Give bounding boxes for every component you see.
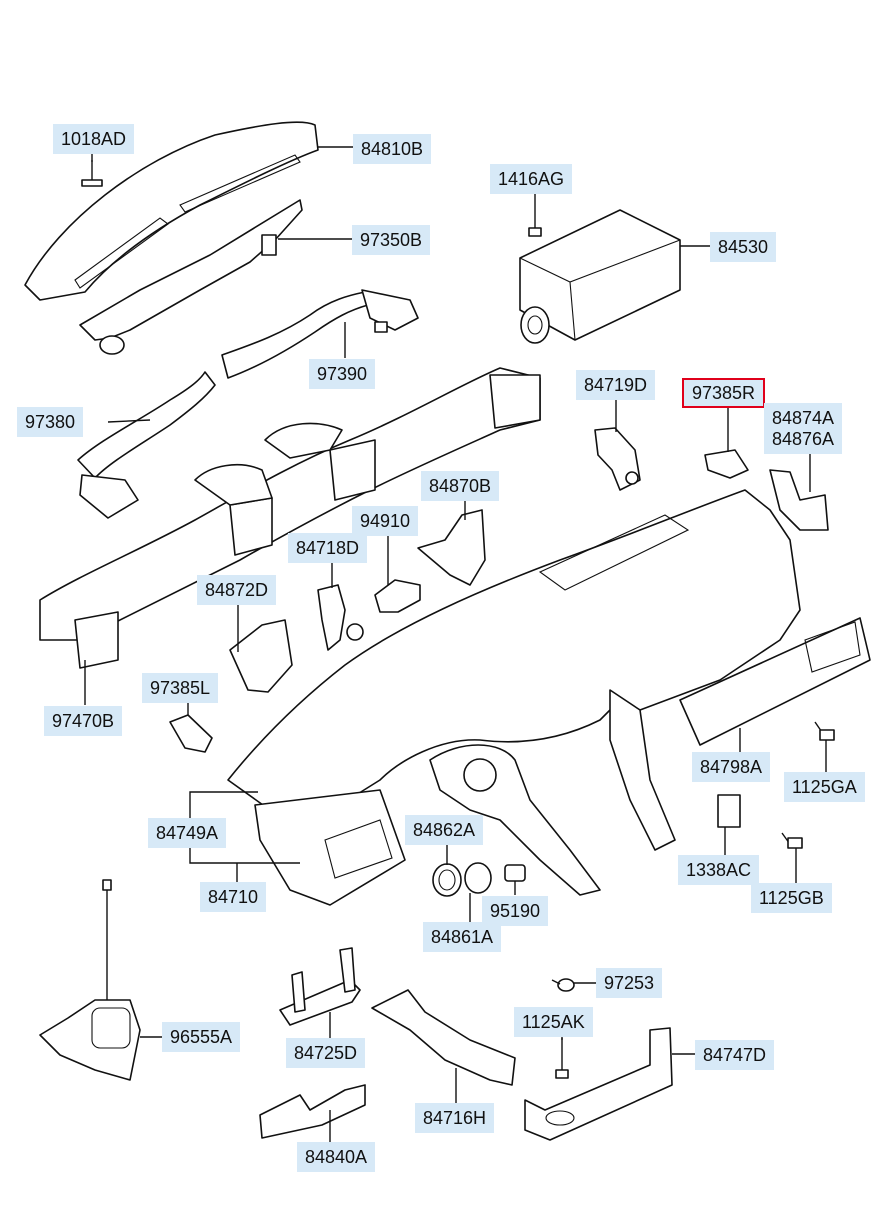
- part-84810b-drawing: [24, 121, 319, 301]
- label-94910[interactable]: 94910: [352, 506, 419, 536]
- part-95190-drawing: [504, 864, 526, 882]
- part-1125ga-drawing: [814, 721, 835, 741]
- part-84862a-drawing: [432, 863, 462, 897]
- part-84840a-drawing: [259, 1084, 366, 1139]
- part-84718d-drawing: [317, 584, 364, 651]
- label-97390[interactable]: 97390: [309, 359, 376, 389]
- label-84872d[interactable]: 84872D: [197, 575, 277, 605]
- part-97253-drawing: [551, 978, 575, 992]
- part-84710-drawing: [227, 489, 801, 906]
- label-96555a[interactable]: 96555A: [162, 1022, 241, 1052]
- label-95190[interactable]: 95190: [482, 896, 549, 926]
- part-84719d-drawing: [594, 427, 641, 491]
- part-97390-drawing: [221, 289, 419, 379]
- label-84749a[interactable]: 84749A: [148, 818, 227, 848]
- label-97350b[interactable]: 97350B: [352, 225, 431, 255]
- part-84716h-drawing: [371, 989, 516, 1086]
- label-84798a[interactable]: 84798A: [692, 752, 771, 782]
- part-84861a-drawing: [464, 862, 492, 894]
- label-1018ad[interactable]: 1018AD: [53, 124, 135, 154]
- part-97350b-drawing: [79, 199, 303, 355]
- part-84870b-drawing: [417, 509, 486, 586]
- label-97470b[interactable]: 97470B: [44, 706, 123, 736]
- label-84719d[interactable]: 84719D: [576, 370, 656, 400]
- label-84710[interactable]: 84710: [200, 882, 267, 912]
- label-84718d[interactable]: 84718D: [288, 533, 368, 563]
- label-97385l[interactable]: 97385L: [142, 673, 219, 703]
- part-1125gb-drawing: [781, 832, 803, 849]
- label-1338ac[interactable]: 1338AC: [678, 855, 760, 885]
- label-84840a[interactable]: 84840A: [297, 1142, 376, 1172]
- part-84530-drawing: [519, 209, 681, 344]
- part-96555a-drawing: [39, 879, 141, 1081]
- part-1416ag-drawing: [528, 200, 542, 237]
- label-84530[interactable]: 84530: [710, 232, 777, 262]
- label-84862a[interactable]: 84862A: [405, 815, 484, 845]
- part-97385l-drawing: [169, 714, 213, 753]
- part-97385r-drawing: [704, 449, 749, 479]
- label-1125gb[interactable]: 1125GB: [751, 883, 832, 913]
- part-97470b-drawing: [39, 367, 541, 669]
- label-1416ag[interactable]: 1416AG: [490, 164, 573, 194]
- label-84876a[interactable]: 84876A: [764, 424, 843, 454]
- part-84747d-drawing: [524, 1027, 673, 1141]
- part-94910-drawing: [374, 579, 421, 613]
- part-84725d-drawing: [279, 947, 361, 1026]
- part-84874a-drawing: [769, 469, 829, 531]
- part-84872d-drawing: [229, 619, 293, 693]
- label-97385r[interactable]: 97385R: [682, 378, 766, 408]
- label-84725d[interactable]: 84725D: [286, 1038, 366, 1068]
- label-1125ak[interactable]: 1125AK: [514, 1007, 593, 1037]
- part-1018ad-drawing: [81, 160, 103, 187]
- label-84861a[interactable]: 84861A: [423, 922, 502, 952]
- label-84716h[interactable]: 84716H: [415, 1103, 495, 1133]
- part-1338ac-drawing: [717, 794, 741, 828]
- part-97380-drawing: [77, 371, 216, 519]
- label-1125ga[interactable]: 1125GA: [784, 772, 865, 802]
- label-97380[interactable]: 97380: [17, 407, 84, 437]
- label-97253[interactable]: 97253: [596, 968, 663, 998]
- part-84798a-drawing: [679, 617, 871, 746]
- label-84870b[interactable]: 84870B: [421, 471, 500, 501]
- label-84747d[interactable]: 84747D: [695, 1040, 775, 1070]
- part-1125ak-drawing: [555, 1038, 569, 1079]
- label-84810b[interactable]: 84810B: [353, 134, 432, 164]
